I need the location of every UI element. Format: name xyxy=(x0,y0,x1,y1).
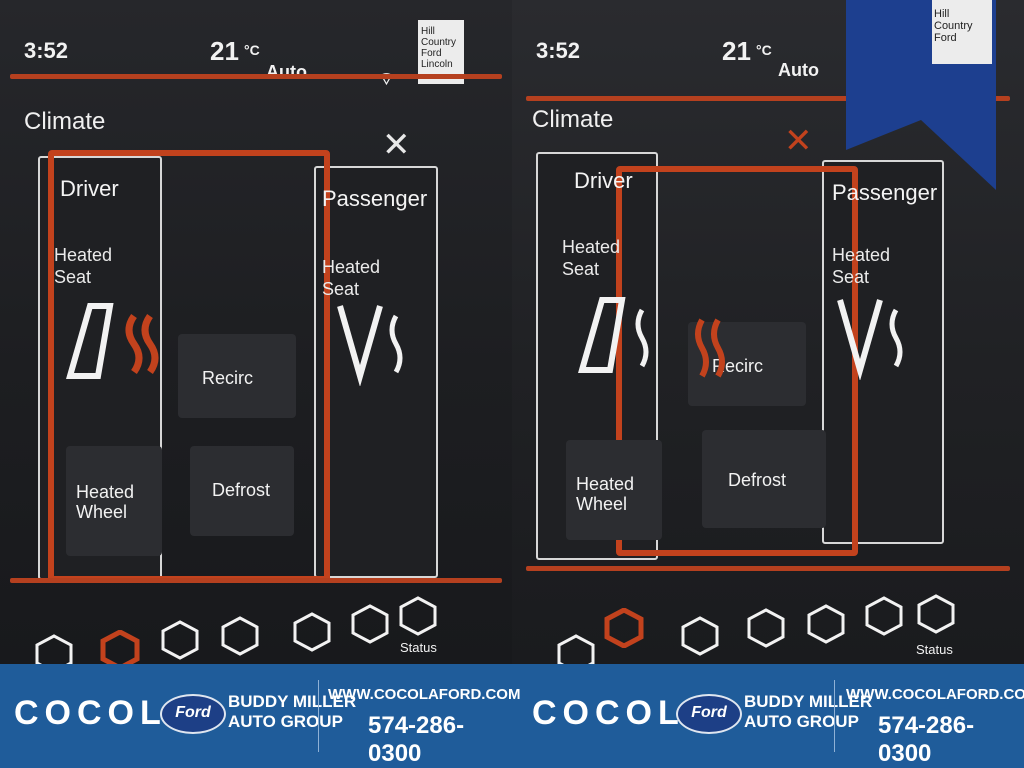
page-title: Climate xyxy=(24,108,106,135)
phone[interactable]: 574-286-0300 xyxy=(878,712,975,767)
dealer-banner: COCOLA Ford BUDDY MILLER AUTO GROUP WWW.… xyxy=(0,664,1024,768)
hex-icon[interactable] xyxy=(806,604,846,644)
dealer-line: AUTO GROUP xyxy=(744,712,859,731)
heated-wheel-label: Heated Wheel xyxy=(76,482,135,522)
status-icon[interactable] xyxy=(916,594,956,634)
left-screen: 3:52 21 °C Auto ⌔ Hill Country Ford Linc… xyxy=(0,0,512,664)
dealer-line: BUDDY MILLER xyxy=(228,692,357,711)
badge-line: Ford xyxy=(934,32,957,44)
oval-text: Ford xyxy=(175,704,211,721)
hex-icon[interactable] xyxy=(556,634,596,664)
defrost-label: Defrost xyxy=(212,480,271,500)
close-icon[interactable]: ✕ xyxy=(784,122,813,160)
wifi-icon: ⌔ xyxy=(378,69,395,89)
status-icon[interactable] xyxy=(398,596,438,636)
heat-indicator-icon xyxy=(695,318,725,378)
clock: 3:52 xyxy=(24,38,69,63)
temp-unit: °C xyxy=(244,42,260,58)
heated-seat-driver-icon[interactable] xyxy=(50,286,160,386)
website[interactable]: WWW.COCOLAFORD.COM xyxy=(846,686,1024,703)
driver-heated-seat-label: Heated Seat xyxy=(562,237,621,279)
passenger-panel xyxy=(314,166,438,578)
hex-icon[interactable] xyxy=(680,616,720,656)
banner-left: COCOLA Ford BUDDY MILLER AUTO GROUP WWW.… xyxy=(0,664,520,768)
passenger-heated-seat-label: Heated Seat xyxy=(832,245,891,287)
hex-icon[interactable] xyxy=(34,634,74,664)
phone[interactable]: 574-286-0300 xyxy=(368,712,465,767)
hex-icon[interactable] xyxy=(350,604,390,644)
ford-oval-logo: Ford xyxy=(676,694,742,734)
bottom-dock: Status xyxy=(0,590,512,664)
passenger-label: Passenger xyxy=(832,180,938,205)
defrost-label: Defrost xyxy=(728,470,787,490)
clock: 3:52 xyxy=(536,38,581,63)
divider xyxy=(10,578,502,583)
dealer-line: BUDDY MILLER xyxy=(744,692,873,711)
dealer-name: BUDDY MILLER AUTO GROUP xyxy=(228,692,356,732)
hex-icon[interactable] xyxy=(160,620,200,660)
driver-heated-seat-label: Heated Seat xyxy=(54,245,113,287)
ribbon-text: Hill Country Ford xyxy=(934,8,973,44)
badge-line: Hill xyxy=(421,26,435,37)
passenger-label: Passenger xyxy=(322,186,428,211)
fan-mode[interactable]: Auto xyxy=(778,60,819,80)
fan-mode[interactable]: Auto xyxy=(266,62,307,82)
status-label: Status xyxy=(400,640,437,655)
badge-line: Country xyxy=(421,37,457,48)
banner-right: COCOLA Ford BUDDY MILLER AUTO GROUP WWW.… xyxy=(512,664,1024,768)
bottom-dock: Status xyxy=(512,590,1024,664)
recirc-button[interactable]: Recirc xyxy=(178,334,296,418)
page-title: Climate xyxy=(532,106,614,133)
right-screen: 3:52 21 °C Auto ⌔ Climate ✕ Driver Passe… xyxy=(512,0,1024,664)
dealer-name: BUDDY MILLER AUTO GROUP xyxy=(744,692,872,732)
heated-seat-passenger-icon[interactable] xyxy=(830,280,930,380)
temp-driver[interactable]: 21 xyxy=(210,36,239,66)
hex-icon[interactable] xyxy=(220,616,260,656)
ford-oval-logo: Ford xyxy=(160,694,226,734)
passenger-panel xyxy=(822,160,944,544)
hex-icon-active[interactable] xyxy=(604,608,644,648)
dealer-ribbon xyxy=(846,0,996,190)
divider xyxy=(10,74,502,79)
status-label: Status xyxy=(916,642,953,657)
hex-icon[interactable] xyxy=(292,612,332,652)
heated-wheel-label: Heated Wheel xyxy=(576,474,635,514)
heated-seat-passenger-icon[interactable] xyxy=(330,286,430,386)
heated-seat-driver-icon[interactable] xyxy=(562,280,662,380)
divider xyxy=(526,96,1010,101)
hex-icon[interactable] xyxy=(864,596,904,636)
defrost-button[interactable]: Defrost xyxy=(190,446,294,536)
dealer-line: AUTO GROUP xyxy=(228,712,343,731)
badge-line: Lincoln xyxy=(421,59,453,70)
temp-unit: °C xyxy=(756,42,772,58)
hex-icon[interactable] xyxy=(746,608,786,648)
close-icon[interactable]: ✕ xyxy=(382,126,411,164)
passenger-heated-seat-label: Heated Seat xyxy=(322,257,381,299)
separator xyxy=(318,680,319,752)
badge-line: Country xyxy=(934,20,973,32)
temp-driver[interactable]: 21 xyxy=(722,36,751,66)
heated-wheel-button[interactable]: Heated Wheel xyxy=(66,446,162,556)
recirc-label: Recirc xyxy=(202,368,254,388)
separator xyxy=(834,680,835,752)
badge-line: Ford xyxy=(421,48,442,59)
oval-text: Ford xyxy=(691,704,727,721)
divider xyxy=(526,566,1010,571)
heated-wheel-button[interactable]: Heated Wheel xyxy=(566,440,662,540)
driver-label: Driver xyxy=(60,176,119,201)
badge-line: Hill xyxy=(934,8,950,20)
website[interactable]: WWW.COCOLAFORD.COM xyxy=(328,686,521,703)
driver-label: Driver xyxy=(574,168,633,193)
dealer-badge: Hill Country Ford Lincoln xyxy=(418,20,464,84)
defrost-button[interactable]: Defrost xyxy=(702,430,826,528)
hex-icon-active[interactable] xyxy=(100,630,140,664)
status-bar: 3:52 21 °C Auto ⌔ Hill Country Ford Linc… xyxy=(0,20,512,89)
